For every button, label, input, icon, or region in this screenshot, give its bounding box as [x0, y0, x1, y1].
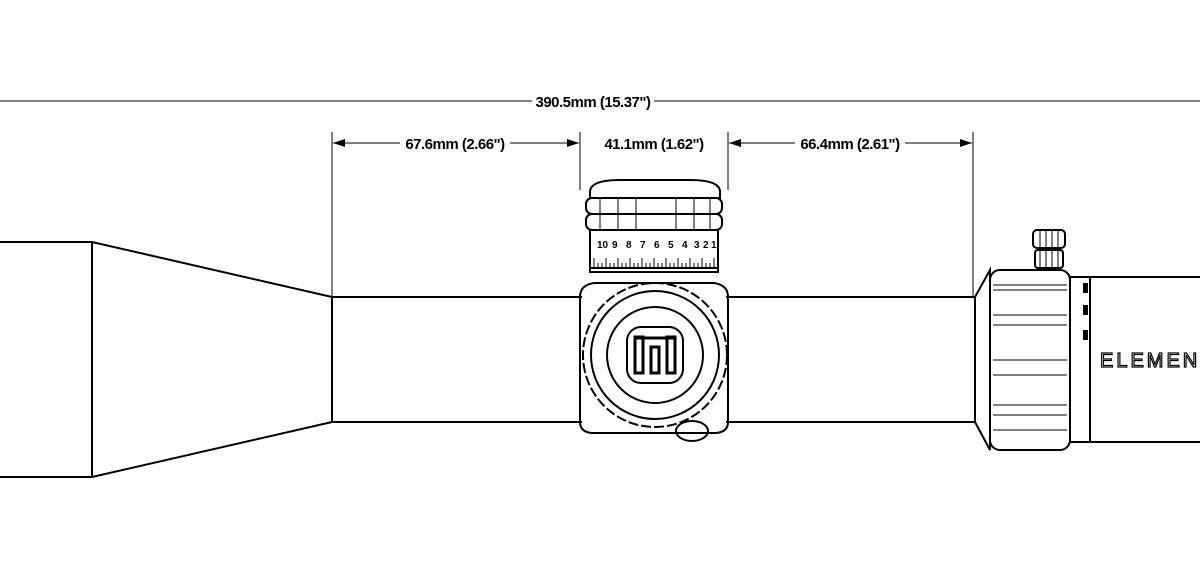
overall-dimension: 390.5mm (15.37"): [0, 94, 1200, 111]
elevation-turret[interactable]: 10 9 8 7 6 5 4 3 2 1: [585, 179, 723, 273]
turret-number: 10: [597, 240, 609, 251]
power-ring[interactable]: [974, 266, 1091, 451]
front-length-label: 67.6mm (2.66"): [405, 136, 505, 153]
main-tube: [331, 296, 976, 423]
turret-scale-numbers: 10 9 8 7 6 5 4 3 2 1: [597, 240, 717, 251]
turret-number: 6: [654, 240, 660, 251]
objective-bell: [0, 241, 333, 478]
turret-number: 8: [626, 240, 632, 251]
rear-length-label: 66.4mm (2.61"): [800, 136, 900, 153]
turret-number: 5: [668, 240, 674, 251]
side-knob[interactable]: [582, 282, 728, 442]
turret-number: 4: [682, 240, 688, 251]
turret-number: 9: [612, 240, 618, 251]
turret-number: 3: [694, 240, 700, 251]
extension-lines: [331, 132, 974, 297]
eyepiece: ELEMENT: [1090, 276, 1200, 443]
brand-label: ELEMENT: [1100, 350, 1200, 372]
overall-length-label: 390.5mm (15.37"): [535, 94, 651, 111]
turret-housing: [579, 282, 729, 434]
turret-number: 7: [640, 240, 646, 251]
logo-icon: [633, 335, 677, 375]
rear-dimension: 66.4mm (2.61"): [729, 136, 972, 153]
turret-dimension: 41.1mm (1.62"): [604, 136, 704, 153]
turret-length-label: 41.1mm (1.62"): [604, 136, 704, 153]
turret-number: 1: [711, 240, 717, 251]
turret-number: 2: [703, 240, 709, 251]
throw-lever[interactable]: [1032, 229, 1066, 269]
front-dimension: 67.6mm (2.66"): [333, 136, 579, 153]
